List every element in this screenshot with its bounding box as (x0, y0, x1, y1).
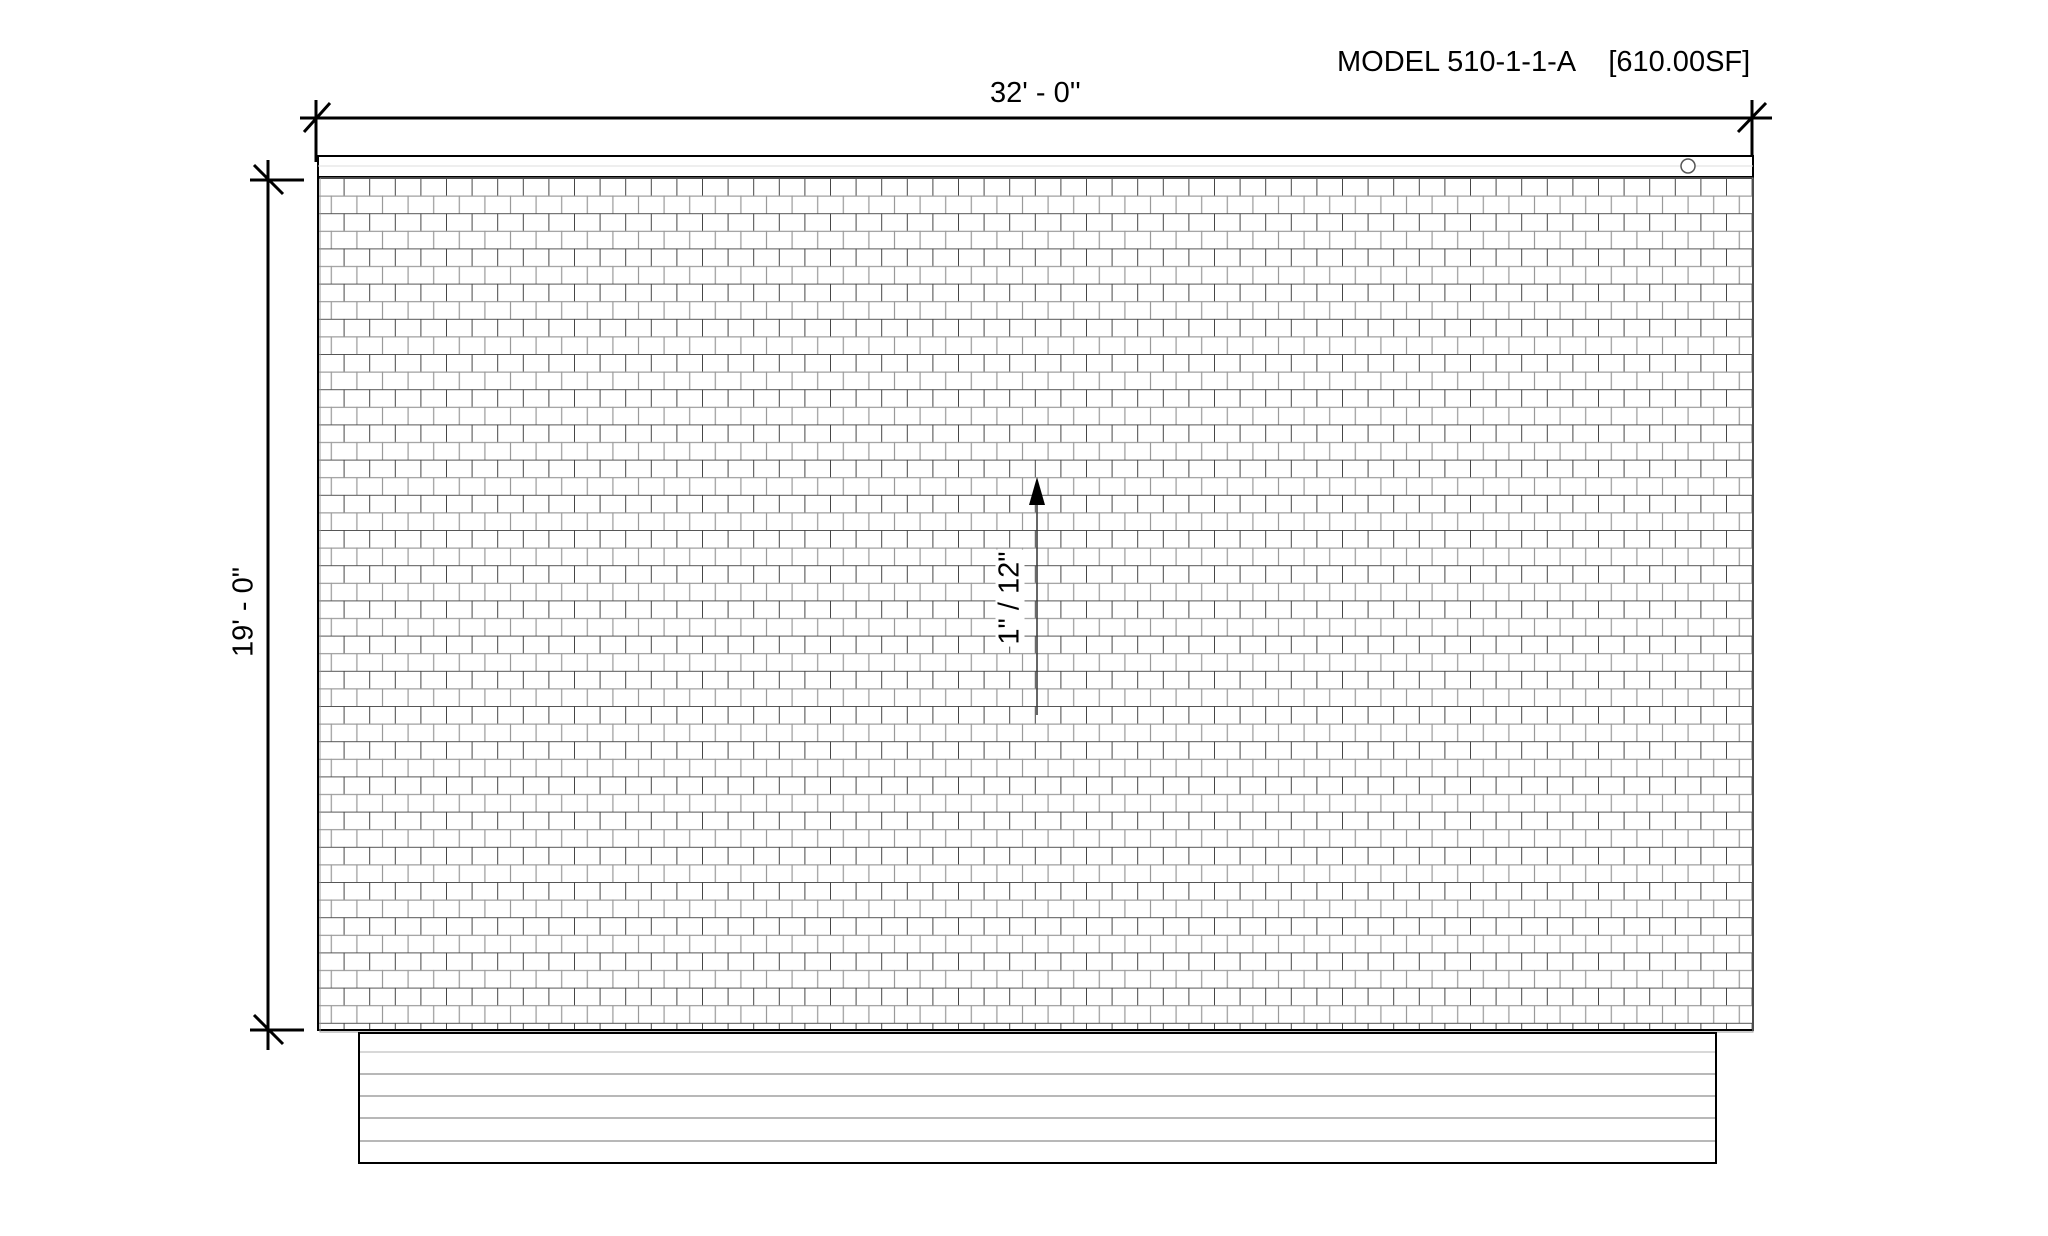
height-dimension-line (250, 160, 304, 1050)
slope-arrow-icon (1029, 477, 1045, 715)
vent-circle-icon (1680, 158, 1696, 174)
width-dimension-line (300, 100, 1772, 178)
lower-siding-wall (358, 1032, 1717, 1164)
shingle-roof-area (317, 177, 1754, 1031)
height-dimension-label: 19' - 0" (227, 567, 260, 657)
roof-slope-label: 1" / 12" (993, 549, 1026, 647)
model-title: MODEL 510-1-1-A [610.00SF] (1337, 48, 1750, 77)
model-area: [610.00SF] (1608, 46, 1751, 78)
width-dimension-label: 32' - 0'' (990, 77, 1081, 109)
roof-ridge-band (317, 155, 1754, 178)
model-name: MODEL 510-1-1-A (1337, 46, 1577, 78)
